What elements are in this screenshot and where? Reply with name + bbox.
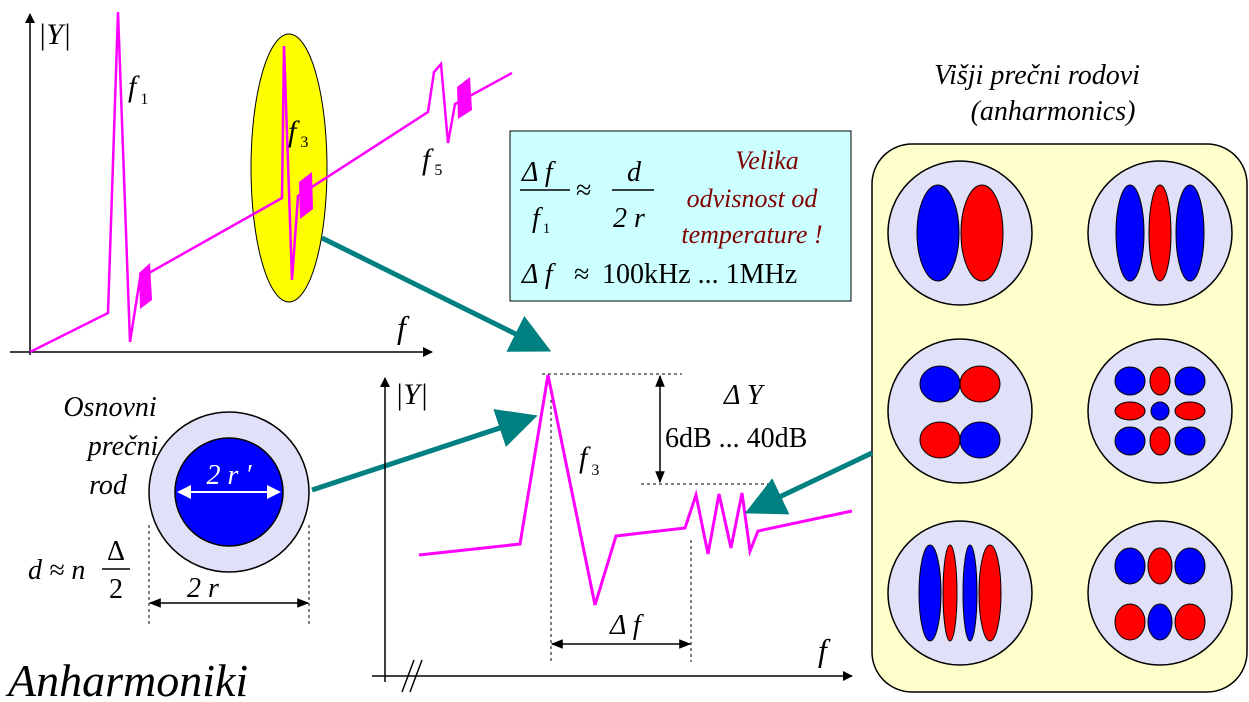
mode-lobe-red bbox=[978, 544, 1002, 642]
mode-six bbox=[1087, 520, 1233, 666]
higher-modes-title-line-1: Višji prečni rodovi bbox=[934, 60, 1140, 91]
mode-lobe-red bbox=[1147, 547, 1173, 585]
mode-quad-circle bbox=[887, 338, 1033, 484]
mode-lp31-circle bbox=[887, 520, 1033, 666]
mode-lobe-blue bbox=[1114, 366, 1146, 396]
mode-lobe-red bbox=[1174, 401, 1206, 421]
mode-lobe-blue bbox=[1150, 401, 1170, 421]
delta-y-range: 6dB ... 40dB bbox=[665, 423, 807, 454]
cladding-diameter-label: 2 r bbox=[187, 573, 219, 604]
mode-lobe-red bbox=[919, 421, 961, 459]
note-line-1: Velika bbox=[735, 146, 799, 175]
delta-f-label: Δ f bbox=[609, 610, 644, 641]
mode-grid bbox=[1087, 338, 1233, 484]
mode-lobe-red bbox=[1148, 184, 1172, 282]
mode-lobe-blue bbox=[1174, 366, 1206, 396]
zoom-arrow bbox=[320, 235, 552, 352]
range-approx: ≈ bbox=[574, 259, 589, 290]
thickness-formula-left: d ≈ n bbox=[28, 555, 85, 586]
mode-quad bbox=[887, 338, 1033, 484]
mode-six-circle bbox=[1087, 520, 1233, 666]
mode-lobe-red bbox=[959, 365, 1001, 403]
f3-spurious-mark bbox=[299, 172, 313, 219]
paren-text: (anharmonics) bbox=[971, 96, 1136, 127]
note-line-3: temperature ! bbox=[681, 220, 822, 249]
mode-lp21-vertical bbox=[1087, 160, 1233, 306]
axis-break-mark-2 bbox=[409, 659, 423, 693]
zoom-x-axis-label: f bbox=[818, 632, 831, 668]
axis-break-mark-1 bbox=[401, 659, 415, 693]
delta-y-label: Δ Y bbox=[723, 380, 766, 411]
info-box-background bbox=[509, 130, 852, 302]
range-formula-left: Δ f bbox=[521, 259, 556, 290]
top-x-axis-label: f bbox=[397, 309, 410, 345]
fundamental-to-peak-arrow bbox=[311, 409, 538, 493]
core-arrow-left-head bbox=[177, 485, 191, 499]
mode-lobe-red bbox=[960, 184, 1004, 282]
higher-modes-panel: Višji prečni rodovi (anharmonics) bbox=[744, 60, 1248, 693]
mode-lobe-blue bbox=[1114, 426, 1146, 456]
mode-lobe-blue bbox=[959, 421, 1001, 459]
mode-lobe-blue bbox=[962, 544, 978, 642]
mode-lobe-red bbox=[1174, 603, 1206, 641]
mode-lobe-red bbox=[1149, 366, 1171, 396]
range-formula-right: 100kHz ... 1MHz bbox=[602, 259, 797, 290]
fundamental-label-line-1: Osnovni bbox=[63, 392, 156, 423]
mode-lobe-blue bbox=[1147, 603, 1173, 641]
zoom-y-axis-label: |Y| bbox=[395, 378, 428, 411]
mode-lobe-blue bbox=[1175, 184, 1205, 282]
mode-lobe-blue bbox=[1174, 426, 1206, 456]
mode-lobe-blue bbox=[1174, 547, 1206, 585]
mode-lobe-red bbox=[942, 544, 958, 642]
formula-approx: ≈ bbox=[576, 175, 591, 206]
mode-lobe-red bbox=[1114, 603, 1146, 641]
mode-lobe-red bbox=[1149, 426, 1171, 456]
fundamental-label-line-3: rod bbox=[89, 470, 128, 501]
page-title: Anharmoniki bbox=[5, 655, 248, 702]
thickness-formula-numerator: Δ bbox=[107, 536, 125, 567]
thickness-formula-denominator: 2 bbox=[109, 574, 123, 605]
higher-modes-title-line-2: (anharmonics) bbox=[971, 96, 1136, 127]
formula-numerator-d: d bbox=[627, 157, 642, 188]
mode-lobe-blue bbox=[916, 184, 960, 282]
mode-lp31-vertical bbox=[887, 520, 1033, 666]
mode-lobe-red bbox=[1114, 401, 1146, 421]
formula-numerator-delta-f: Δ f bbox=[521, 157, 556, 188]
mode-lobe-blue bbox=[1115, 184, 1145, 282]
core-diameter-label: 2 r ′ bbox=[206, 460, 252, 491]
higher-modes-arrow bbox=[744, 450, 874, 515]
mode-lobe-blue bbox=[919, 365, 961, 403]
top-spectrum-trace bbox=[29, 11, 513, 354]
f5-spurious-mark bbox=[457, 77, 472, 119]
core-arrow-right-head bbox=[267, 485, 281, 499]
zoom-spectrum-trace bbox=[418, 374, 853, 606]
fundamental-mode: Osnovni prečni rod 2 r ′ 2 r d ≈ n Δ 2 bbox=[28, 392, 538, 627]
mode-lobe-blue bbox=[1114, 547, 1146, 585]
mode-lp11-circle bbox=[887, 160, 1033, 306]
note-line-2: odvisnost od bbox=[687, 184, 819, 213]
mode-lp11 bbox=[887, 160, 1033, 306]
top-y-axis-label: |Y| bbox=[38, 18, 71, 51]
fundamental-label-line-2: prečni bbox=[86, 431, 159, 462]
mode-lobe-blue bbox=[918, 544, 942, 642]
f1-spurious-mark bbox=[139, 263, 152, 309]
formula-denominator-2r: 2 r bbox=[613, 203, 645, 234]
